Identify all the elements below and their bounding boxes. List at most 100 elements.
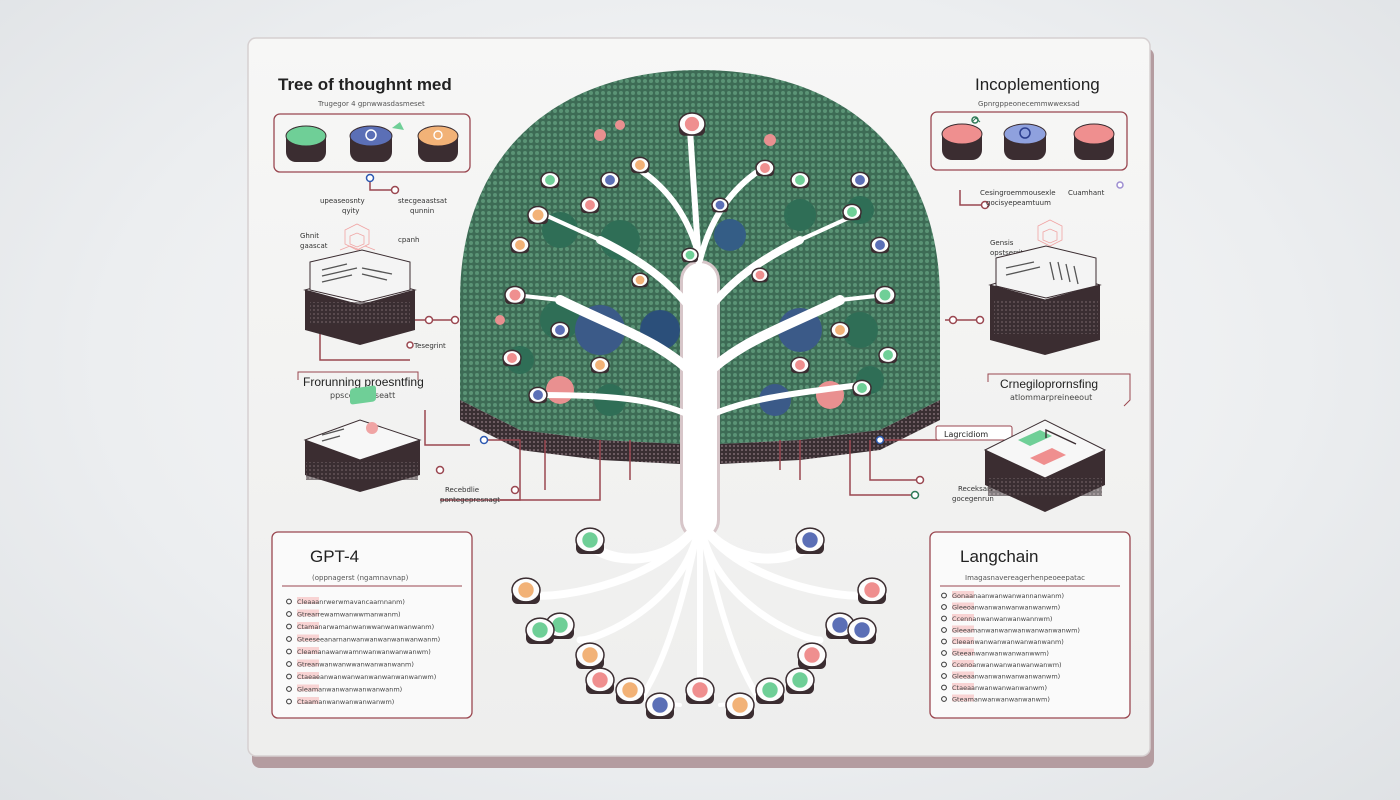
root-node[interactable]	[615, 677, 645, 704]
thought-node-icon	[545, 175, 555, 185]
root-node[interactable]	[857, 577, 887, 604]
bullet-icon	[941, 604, 947, 610]
tree-node[interactable]	[790, 171, 810, 189]
tree-node[interactable]	[681, 247, 699, 263]
chip-orange-left[interactable]	[417, 125, 459, 162]
thought-node-icon	[652, 697, 668, 713]
thought-node-icon	[832, 617, 848, 633]
tree-node[interactable]	[600, 171, 620, 189]
root-node[interactable]	[511, 577, 541, 604]
root-node[interactable]	[525, 617, 555, 644]
tree-node[interactable]	[852, 379, 872, 397]
root-node[interactable]	[847, 617, 877, 644]
tree-node[interactable]	[850, 171, 870, 189]
root-node[interactable]	[755, 677, 785, 704]
tree-node[interactable]	[878, 346, 898, 364]
chip-chat-left[interactable]	[285, 125, 327, 162]
root-node[interactable]	[575, 527, 605, 554]
list-item: Ccenoanwanwanwanwanwanwm)	[941, 660, 1062, 669]
tree-node[interactable]	[842, 203, 862, 221]
tree-node[interactable]	[630, 156, 650, 174]
right-tag[interactable]: Lagrcidiom	[935, 425, 1013, 441]
list-item-text: Ctaamanwanwanwanwanwm)	[297, 698, 394, 706]
tree-node[interactable]	[580, 196, 600, 214]
document-stack-icon-right-2[interactable]	[983, 419, 1107, 512]
list-item: Gteeanwanwanwanwanwwm)	[941, 648, 1049, 658]
list-item-text: Gteeanwanwanwanwanwwm)	[952, 650, 1049, 658]
list-item-text: Gleeamanwanwanwanwanwanwanwm)	[952, 627, 1080, 635]
tree-node[interactable]	[755, 159, 775, 177]
root-node[interactable]	[825, 612, 855, 639]
panel-gpt4-list: Cleaaanrwerwmavancaarnnanm)Gtrearrewamwa…	[286, 597, 440, 706]
thought-node-icon	[507, 353, 517, 363]
list-item: Gleamanwanwanwanwanwanm)	[286, 684, 402, 694]
tree-node[interactable]	[504, 285, 526, 305]
right-annot-4b: gocegenrun	[952, 495, 994, 503]
thought-node-icon	[515, 240, 525, 250]
thought-node-icon	[855, 175, 865, 185]
chip-red-right[interactable]	[941, 117, 983, 160]
right-chip-group	[930, 111, 1128, 171]
tree-node[interactable]	[711, 197, 729, 213]
list-item-text: Ccennanwanwanwanwannwm)	[952, 615, 1052, 623]
thought-node-icon	[715, 200, 725, 210]
chip-gear-left[interactable]	[349, 122, 404, 162]
root-node[interactable]	[785, 667, 815, 694]
list-item: Ccennanwanwanwanwannwm)	[941, 614, 1052, 623]
list-item: Gtreanwanwanwwanwanwanwanm)	[286, 659, 414, 669]
tree-node[interactable]	[631, 272, 649, 288]
tree-node[interactable]	[550, 321, 570, 339]
document-stack-icon-left-2[interactable]	[303, 385, 422, 492]
root-node[interactable]	[725, 692, 755, 719]
root-node[interactable]	[585, 667, 615, 694]
root-node[interactable]	[575, 642, 605, 669]
left-annot-3: Tesegrint	[413, 342, 446, 350]
left-annot-4a: Recebdlie	[445, 486, 479, 494]
thought-node-icon	[509, 289, 521, 301]
thought-node-icon	[552, 617, 568, 633]
list-item-text: Gleamanwanwanwanwanwanm)	[297, 686, 402, 694]
tree-node[interactable]	[540, 171, 560, 189]
thought-node-icon	[792, 672, 808, 688]
chip-blue-right[interactable]	[1003, 123, 1047, 160]
tree-node[interactable]	[678, 112, 706, 136]
tree-node[interactable]	[502, 349, 522, 367]
bullet-icon	[941, 696, 947, 702]
root-node[interactable]	[685, 677, 715, 704]
document-stack-icon-left-1[interactable]	[303, 249, 417, 345]
right-annot-2b: opstserrit	[990, 249, 1024, 257]
tree-node[interactable]	[528, 386, 548, 404]
thought-node-icon	[795, 175, 805, 185]
tree-node[interactable]	[751, 267, 769, 283]
thought-node-icon	[795, 360, 805, 370]
thought-node-icon	[533, 390, 543, 400]
root-node[interactable]	[797, 642, 827, 669]
tree-node[interactable]	[870, 236, 890, 254]
document-stack-icon-right-1[interactable]	[988, 245, 1102, 355]
list-item: Ctaamanwanwanwanwanwm)	[286, 697, 394, 706]
right-annot-4a: Receksais	[958, 485, 993, 493]
panel-langchain-title: Langchain	[960, 547, 1038, 566]
subtitle-left: Trugegor 4 gpnwwasdasmeset	[317, 100, 425, 108]
left-annot-4b: pontegepresnagt	[440, 496, 500, 504]
tree-node[interactable]	[874, 285, 896, 305]
tree-node[interactable]	[830, 321, 850, 339]
tree-node[interactable]	[790, 356, 810, 374]
thought-node-icon	[692, 682, 708, 698]
list-item-text: Ctamanarwamanwanwwanwanwanwanm)	[297, 623, 434, 631]
list-item-text: Gteamanwanwanwanwanwm)	[952, 696, 1050, 704]
bullet-icon	[286, 686, 292, 692]
chip-pink-right[interactable]	[1073, 123, 1115, 160]
tree-node[interactable]	[510, 236, 530, 254]
list-item-text: Cleaaanrwerwmavancaarnnanm)	[297, 598, 405, 606]
tree-node[interactable]	[527, 205, 549, 225]
root-node[interactable]	[795, 527, 825, 554]
thought-node-icon	[635, 160, 645, 170]
right-annot-2a: Gensis	[990, 239, 1014, 247]
root-node[interactable]	[645, 692, 675, 719]
tree-trunk	[513, 127, 887, 540]
tree-node[interactable]	[590, 356, 610, 374]
thought-node-icon	[802, 532, 818, 548]
thought-node-icon	[847, 207, 857, 217]
thought-node-icon	[685, 250, 695, 260]
